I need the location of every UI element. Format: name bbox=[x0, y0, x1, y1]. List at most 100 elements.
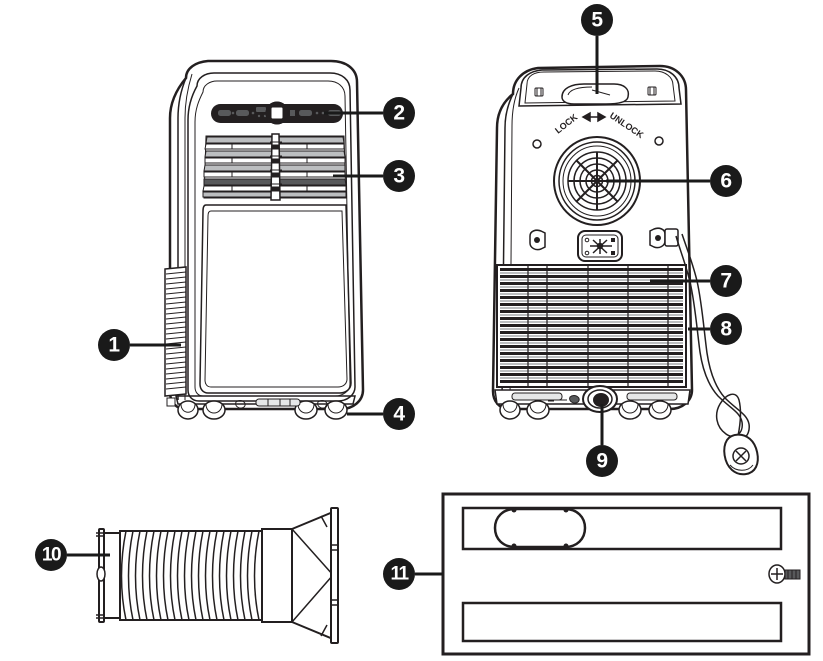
panel-icon-block-2 bbox=[290, 110, 295, 116]
front-left-edge-a bbox=[177, 77, 187, 400]
adapter-cone-fold-lines bbox=[291, 528, 334, 623]
panel-button-3[interactable] bbox=[299, 110, 312, 116]
rear-base-pad-left bbox=[511, 392, 563, 401]
power-cord-path-outer bbox=[675, 235, 743, 441]
panel-button-1[interactable] bbox=[218, 110, 231, 116]
hose-window-end-adapter bbox=[261, 507, 339, 644]
callout-5-badge[interactable] bbox=[581, 4, 613, 36]
control-panel[interactable] bbox=[211, 101, 343, 125]
badge-dot-1 bbox=[584, 237, 590, 243]
intake-grille-slats bbox=[165, 271, 187, 390]
caster[interactable] bbox=[618, 400, 642, 420]
adapter-left-tab bbox=[96, 566, 106, 582]
callout-11-badge[interactable] bbox=[383, 558, 415, 590]
intake-grille-frame bbox=[164, 266, 187, 397]
callout-layer: 1 2 3 4 bbox=[35, 4, 742, 590]
callout-6-number: 6 bbox=[720, 170, 731, 193]
adapter-right-flange-detail bbox=[320, 515, 338, 637]
caster[interactable] bbox=[648, 400, 672, 420]
side-air-intake-filter-grille[interactable] bbox=[164, 266, 187, 407]
callout-11[interactable]: 11 bbox=[383, 558, 443, 590]
panel-indicator-block bbox=[256, 107, 266, 112]
adapter-left-body bbox=[103, 532, 121, 619]
hose-unit-end-adapter bbox=[96, 528, 121, 623]
intake-grille-latch[interactable] bbox=[166, 397, 176, 407]
rear-side-latch-right[interactable] bbox=[649, 227, 679, 249]
screw-thread-lines bbox=[787, 570, 797, 579]
callout-5[interactable]: 5 bbox=[581, 4, 613, 94]
callout-9[interactable]: 9 bbox=[586, 404, 618, 477]
rear-base-pad-right bbox=[626, 392, 678, 401]
callout-2[interactable]: 2 bbox=[324, 97, 415, 129]
callout-11-number: 11 bbox=[390, 564, 409, 585]
louver-linkage-joints bbox=[270, 141, 282, 192]
grille-dividers bbox=[527, 265, 669, 387]
handle-recess[interactable] bbox=[561, 83, 630, 105]
callout-8[interactable]: 8 bbox=[688, 313, 742, 345]
rear-base-fitting bbox=[548, 395, 580, 404]
callout-6[interactable]: 6 bbox=[606, 165, 742, 197]
callout-7-number: 7 bbox=[720, 270, 731, 293]
callout-4[interactable]: 4 bbox=[347, 398, 415, 430]
caster-wheels[interactable] bbox=[175, 395, 356, 420]
front-lower-panel bbox=[199, 204, 352, 394]
callout-6-badge[interactable] bbox=[710, 165, 742, 197]
callout-2-badge[interactable] bbox=[383, 97, 415, 129]
caster[interactable] bbox=[526, 400, 550, 420]
callout-3[interactable]: 3 bbox=[333, 160, 415, 192]
panel-led-1 bbox=[231, 111, 235, 115]
power-plug bbox=[723, 433, 759, 476]
rear-base-and-drain bbox=[494, 385, 691, 420]
port-screw-left bbox=[532, 139, 542, 149]
handle-grip-line bbox=[591, 89, 611, 96]
callout-3-badge[interactable] bbox=[383, 160, 415, 192]
top-carry-handle[interactable] bbox=[534, 83, 657, 105]
badge-dot-4 bbox=[611, 251, 615, 255]
adapter-right-cone bbox=[291, 510, 334, 641]
badge-inner bbox=[581, 234, 619, 258]
screw-cross-slot bbox=[771, 568, 783, 580]
continuous-drain-outlet[interactable] bbox=[582, 385, 618, 413]
callout-9-badge[interactable] bbox=[586, 445, 618, 477]
front-bezel-outer bbox=[187, 72, 356, 402]
power-cord-with-plug bbox=[675, 233, 759, 476]
callout-8-number: 8 bbox=[720, 318, 732, 341]
rear-top-cap-inner bbox=[524, 70, 676, 104]
panel-led-3 bbox=[257, 114, 261, 118]
caster[interactable] bbox=[324, 400, 348, 420]
caster[interactable] bbox=[202, 400, 226, 420]
hose-opening bbox=[493, 507, 587, 549]
hose-opening-edges bbox=[514, 508, 566, 548]
callout-3-number: 3 bbox=[393, 165, 404, 188]
callout-1[interactable]: 1 bbox=[98, 329, 181, 361]
handle-screw-boss bbox=[534, 87, 544, 97]
drain-plug-badge[interactable] bbox=[577, 230, 623, 262]
callout-4-badge[interactable] bbox=[383, 398, 415, 430]
callout-10-number: 10 bbox=[42, 545, 61, 566]
opening-corner-dot bbox=[563, 507, 569, 513]
base-bracket-detail bbox=[235, 398, 328, 409]
caster[interactable] bbox=[177, 400, 199, 420]
callout-7[interactable]: 7 bbox=[650, 265, 742, 297]
callout-4-number: 4 bbox=[393, 403, 405, 426]
caster[interactable] bbox=[499, 400, 521, 420]
adapter-left-ribs bbox=[96, 532, 104, 619]
callout-10-badge[interactable] bbox=[35, 539, 67, 571]
panel-button-2[interactable] bbox=[236, 110, 249, 116]
callout-8-badge[interactable] bbox=[710, 313, 742, 345]
front-left-edge-b bbox=[184, 73, 193, 400]
caster[interactable] bbox=[294, 400, 318, 420]
callout-1-badge[interactable] bbox=[98, 329, 130, 361]
rear-side-latch-left[interactable] bbox=[529, 229, 546, 251]
port-screw-right bbox=[654, 136, 664, 146]
callout-10[interactable]: 10 bbox=[35, 539, 110, 571]
handle-highlight bbox=[567, 86, 593, 96]
callout-9-number: 9 bbox=[596, 450, 607, 473]
panel-led-6 bbox=[321, 111, 325, 115]
air-outlet-louvers[interactable] bbox=[202, 133, 347, 201]
opening-corner-dot bbox=[511, 543, 517, 549]
panel-led-4 bbox=[263, 114, 267, 118]
callout-7-badge[interactable] bbox=[710, 265, 742, 297]
